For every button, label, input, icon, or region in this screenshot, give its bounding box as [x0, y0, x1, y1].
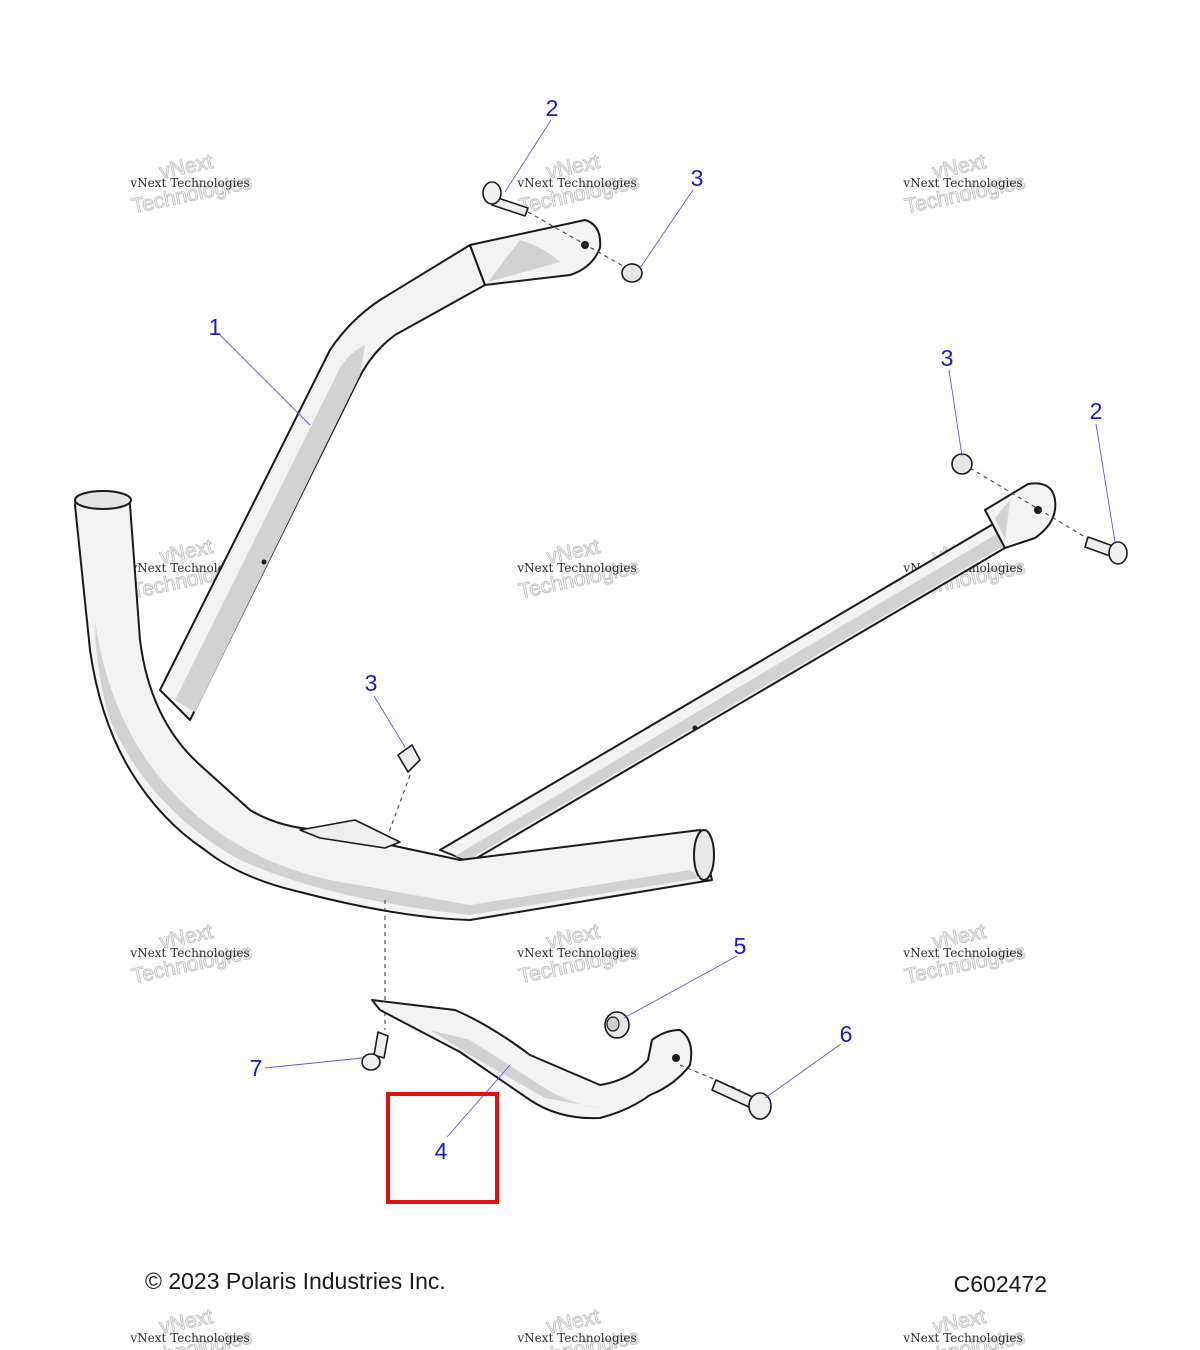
- lower-bracket: [371, 999, 693, 1120]
- nut-right: [951, 453, 973, 475]
- nut-mid: [397, 744, 421, 773]
- watermark-line: vNext Technologies: [902, 1331, 1022, 1345]
- callout-6: 6: [840, 1021, 853, 1047]
- nut-top: [621, 263, 643, 283]
- copyright-text: © 2023 Polaris Industries Inc.: [145, 1268, 446, 1294]
- callout-2-top: 2: [546, 95, 559, 121]
- callout-3-mid: 3: [365, 670, 378, 696]
- diagram-code: C602472: [954, 1271, 1047, 1297]
- callout-3-right: 3: [941, 345, 954, 371]
- watermark-line: vNext Technologies: [902, 946, 1022, 960]
- watermark-line: vNext Technologies: [516, 1331, 636, 1345]
- callout-3-top: 3: [691, 165, 704, 191]
- watermark-line: vNext Technologies: [129, 946, 249, 960]
- bolt-bracket: [711, 1079, 772, 1120]
- callout-5: 5: [734, 933, 747, 959]
- watermark-line: vNext Technologies: [902, 176, 1022, 190]
- spacer: [604, 1011, 630, 1039]
- bolt-small: [361, 1031, 389, 1071]
- highlight-box: [386, 1092, 499, 1204]
- callout-7: 7: [250, 1055, 263, 1081]
- watermark-line: vNext Technologies: [516, 176, 636, 190]
- watermark-line: vNext Technologies: [129, 176, 249, 190]
- bolt-right: [1084, 536, 1128, 565]
- callout-1: 1: [209, 314, 222, 340]
- watermark-line: vNext Technologies: [516, 561, 636, 575]
- watermark-line: vNext Technologies: [129, 1331, 249, 1345]
- callout-4: 4: [435, 1138, 448, 1164]
- callout-2-right: 2: [1090, 398, 1103, 424]
- watermark-line: vNext Technologies: [516, 946, 636, 960]
- bumper-frame: [74, 219, 1057, 921]
- bolt-top: [482, 181, 529, 217]
